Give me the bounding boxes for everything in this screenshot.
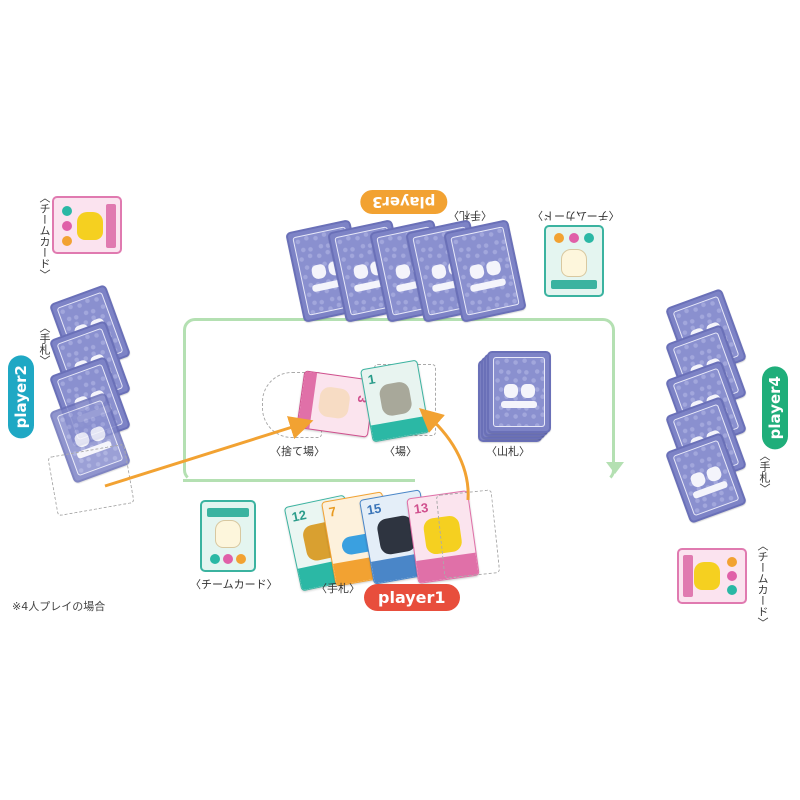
deck-top-card xyxy=(487,351,551,433)
field-label: 〈場〉 xyxy=(384,445,417,458)
deck-label: 〈山札〉 xyxy=(486,445,530,458)
player2-team-card-label: 〈チームカード〉 xyxy=(38,192,51,280)
player2-hand-label: 〈手札〉 xyxy=(38,322,51,366)
player-count-note: ※4人プレイの場合 xyxy=(12,600,106,613)
turn-flow-bottom-segment xyxy=(183,479,415,482)
player3-team-card xyxy=(544,225,604,297)
player1-badge: player1 xyxy=(364,584,460,611)
player4-team-card xyxy=(677,548,747,604)
turn-flow-arrowhead-icon xyxy=(606,462,624,474)
player1-to-field-arrow xyxy=(419,408,470,501)
player4-hand-label: 〈手札〉 xyxy=(758,450,771,494)
player2-to-discard-arrow xyxy=(104,416,314,488)
player1-team-card-label: 〈チームカード〉 xyxy=(190,578,278,591)
discard-pile-label: 〈捨て場〉 xyxy=(270,445,325,458)
player2-team-card xyxy=(52,196,122,254)
player1-hand-label: 〈手札〉 xyxy=(316,582,360,595)
player4-team-card-label: 〈チームカード〉 xyxy=(756,540,769,628)
player1-team-card xyxy=(200,500,256,572)
